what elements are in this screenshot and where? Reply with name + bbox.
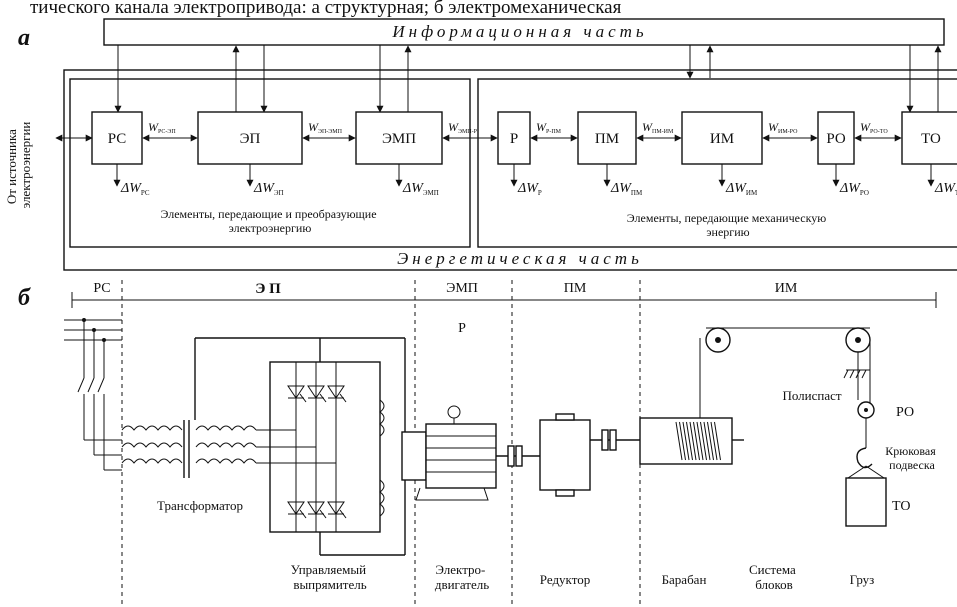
source-label-line-1: От источника	[4, 129, 19, 204]
block-label-ep: ЭП	[240, 131, 261, 147]
load-caption: Груз	[850, 572, 875, 587]
block-rs	[91, 111, 143, 165]
panel-b-letter: б	[18, 285, 31, 311]
pulleys-caption-line-1: Система	[749, 562, 796, 577]
block-pm	[577, 111, 637, 165]
flow-label-2: WЭМП-Р	[448, 120, 478, 135]
pulleys-caption-line-2: блоков	[755, 577, 793, 592]
reducer	[539, 413, 640, 497]
mechanical-caption-line-1: Элементы, передающие механическую	[627, 211, 826, 225]
block-ro	[817, 111, 855, 165]
load-box	[845, 477, 887, 527]
energy-part-frame	[63, 69, 957, 271]
loss-label-rs: ΔWРС	[120, 181, 150, 197]
polyspast-caption: Полиспаст	[782, 388, 841, 403]
header-text: тического канала электропривода: а струк…	[30, 0, 622, 18]
hook-block	[847, 418, 885, 479]
hook-caption: Крюковая подвеска	[885, 444, 939, 472]
motor-caption: Электро- двигатель	[435, 562, 489, 592]
circuit-breaker	[77, 377, 122, 471]
block-emp	[355, 111, 443, 165]
block-ep	[197, 111, 303, 165]
info-part-box	[103, 18, 945, 46]
drum	[639, 338, 744, 465]
mechanical-caption: Элементы, передающие механическую энерги…	[627, 211, 829, 239]
block-label-ro: РО	[826, 131, 846, 147]
block-label-emp: ЭМП	[382, 131, 416, 147]
flow-label-0: WРС-ЭП	[148, 120, 176, 135]
transformer	[121, 420, 336, 478]
loss-label-to: ΔWТ	[934, 181, 957, 197]
loss-label-ep: ΔWЭП	[253, 181, 284, 197]
block-label-pm: ПМ	[595, 131, 619, 147]
loss-label-pm: ΔWПМ	[610, 181, 643, 197]
rectifier-caption: Управляемый выпрямитель	[291, 562, 370, 592]
flow-label-1: WЭП-ЭМП	[308, 120, 343, 135]
source-label-line-2: электроэнергии	[18, 122, 33, 209]
block-to	[901, 111, 957, 165]
drum-caption: Барабан	[662, 572, 707, 587]
reducer-caption: Редуктор	[540, 572, 590, 587]
loss-label-emp: ΔWЭМП	[402, 181, 439, 197]
motor-caption-line-1: Электро-	[435, 562, 485, 577]
info-part-label: Информационная часть	[391, 22, 647, 41]
panel-a-letter: а	[18, 25, 30, 51]
electrical-caption: Элементы, передающие и преобразующие эле…	[160, 207, 379, 235]
transformer-caption: Трансформатор	[157, 498, 243, 513]
block-group: РС ΔWРС ЭП ΔWЭП ЭМП ΔWЭМП Р ΔWР ПМ ΔWПМ ИМ ΔWИМ РО ΔW…	[91, 111, 957, 197]
block-label-im: ИМ	[710, 131, 734, 147]
flow-label-5: WИМ-РО	[768, 120, 798, 135]
section-ep: Э П	[255, 281, 281, 297]
pulley-system	[705, 327, 875, 419]
loss-label-ro: ΔWРО	[839, 181, 869, 197]
block-label-to: ТО	[921, 131, 941, 147]
flow-label-6: WРО-ТО	[860, 120, 888, 135]
section-r: Р	[458, 321, 466, 336]
loss-label-r: ΔWР	[517, 181, 542, 197]
pulleys-caption: Система блоков	[749, 562, 799, 592]
flow-label-4: WПМ-ИМ	[642, 120, 674, 135]
section-emp: ЭМП	[446, 281, 478, 296]
controlled-rectifier	[194, 337, 406, 556]
energy-part-label: Энергетическая часть	[397, 249, 643, 268]
rectifier-caption-line-1: Управляемый	[291, 562, 366, 577]
ro-label: РО	[896, 405, 914, 420]
info-connections	[114, 45, 942, 113]
block-im	[681, 111, 763, 165]
loss-label-im: ΔWИМ	[725, 181, 758, 197]
three-phase-bus	[64, 318, 122, 378]
flow-label-3: WР-ПМ	[536, 120, 562, 135]
mechanical-group-frame	[477, 78, 957, 248]
to-label: ТО	[892, 499, 910, 514]
source-label: От источника электроэнергии	[4, 122, 33, 209]
electrical-caption-line-1: Элементы, передающие и преобразующие	[160, 207, 376, 221]
motor-caption-line-2: двигатель	[435, 577, 489, 592]
hook-caption-line-2: подвеска	[889, 458, 935, 472]
section-rs: РС	[93, 281, 110, 296]
electrical-group-frame	[69, 78, 471, 248]
section-im: ИМ	[775, 281, 798, 296]
block-r	[497, 111, 531, 165]
block-label-rs: РС	[108, 131, 127, 147]
hook-caption-line-1: Крюковая	[885, 444, 936, 458]
electric-motor	[401, 405, 540, 501]
section-pm: ПМ	[564, 281, 587, 296]
block-label-r: Р	[510, 131, 518, 147]
rectifier-caption-line-2: выпрямитель	[293, 577, 366, 592]
mechanical-caption-line-2: энергию	[706, 225, 749, 239]
electrical-caption-line-2: электроэнергию	[229, 221, 312, 235]
